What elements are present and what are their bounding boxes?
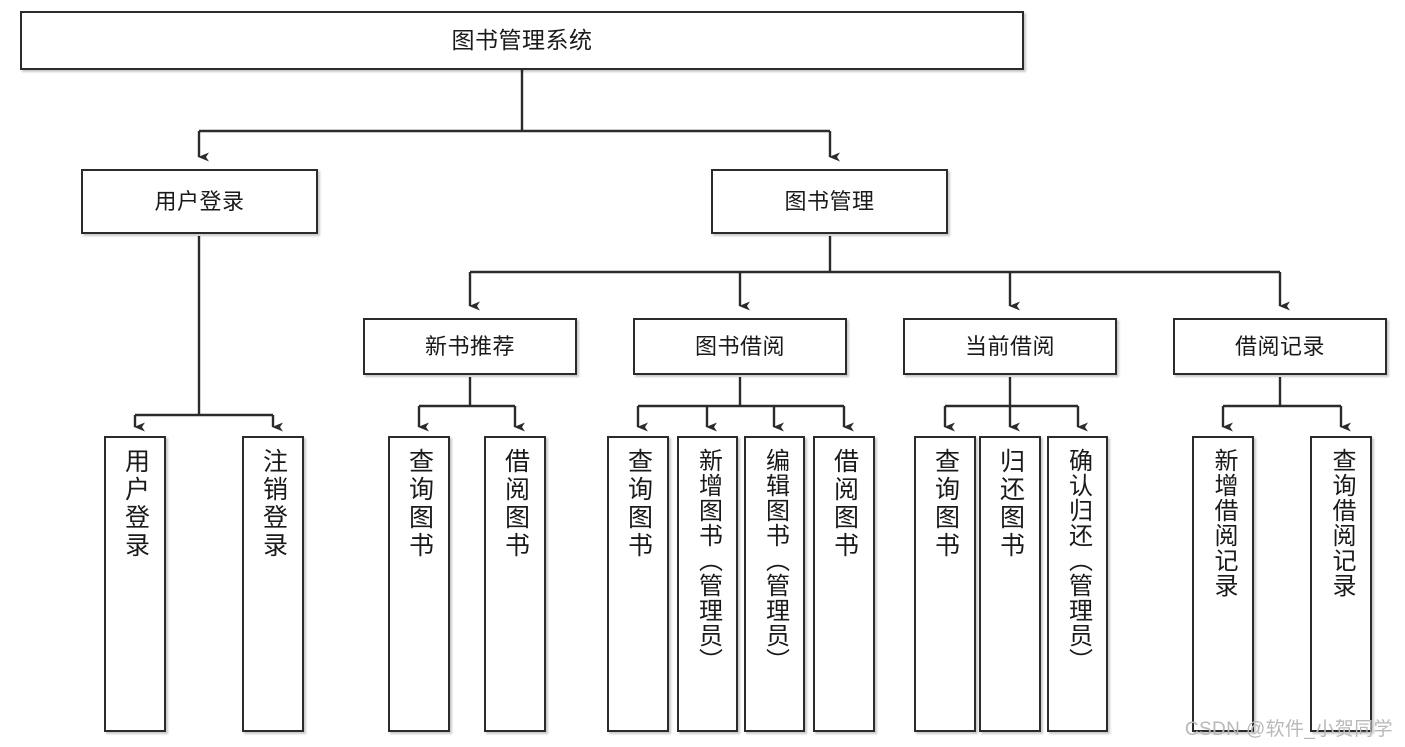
node-new-book-recommend[interactable]: 新书推荐	[363, 318, 577, 375]
node-label: 新增图书（管理员）	[694, 448, 722, 673]
node-label: 图书管理系统	[451, 27, 593, 54]
leaf-borrow-borrow-book[interactable]: 借阅图书	[813, 436, 875, 732]
node-label: 新书推荐	[424, 333, 515, 359]
leaf-record-add[interactable]: 新增借阅记录	[1192, 436, 1254, 732]
leaf-borrow-add-book-admin[interactable]: 新增图书（管理员）	[677, 436, 738, 732]
node-label: 查询图书	[931, 448, 960, 560]
node-label: 用户登录	[121, 448, 150, 560]
leaf-recommend-borrow-book[interactable]: 借阅图书	[484, 436, 546, 732]
node-root-system[interactable]: 图书管理系统	[20, 11, 1024, 70]
node-label: 查询图书	[405, 448, 434, 560]
node-user-login[interactable]: 用户登录	[81, 169, 318, 234]
node-borrow-record[interactable]: 借阅记录	[1173, 318, 1387, 375]
csdn-watermark: CSDN @软件_小贺同学	[1184, 719, 1393, 740]
node-label: 新增借阅记录	[1210, 448, 1237, 598]
leaf-borrow-query-book[interactable]: 查询图书	[607, 436, 669, 732]
node-label: 当前借阅	[964, 333, 1055, 359]
leaf-borrow-edit-book-admin[interactable]: 编辑图书（管理员）	[744, 436, 805, 732]
node-label: 图书管理	[784, 188, 875, 214]
leaf-logout[interactable]: 注销登录	[242, 436, 304, 732]
node-label: 借阅图书	[501, 448, 530, 560]
node-current-borrow[interactable]: 当前借阅	[903, 318, 1117, 375]
node-label: 查询图书	[624, 448, 653, 560]
node-label: 归还图书	[996, 448, 1025, 560]
leaf-current-confirm-return-admin[interactable]: 确认归还（管理员）	[1047, 436, 1108, 732]
node-label: 图书借阅	[694, 333, 785, 359]
leaf-current-query-book[interactable]: 查询图书	[914, 436, 976, 732]
node-label: 借阅记录	[1234, 333, 1325, 359]
node-label: 查询借阅记录	[1328, 448, 1355, 598]
node-label: 用户登录	[154, 188, 245, 214]
node-label: 确认归还（管理员）	[1064, 448, 1092, 673]
node-book-manage[interactable]: 图书管理	[711, 169, 948, 234]
leaf-record-query[interactable]: 查询借阅记录	[1310, 436, 1372, 732]
leaf-current-return-book[interactable]: 归还图书	[979, 436, 1041, 732]
node-label: 注销登录	[259, 448, 288, 560]
node-label: 编辑图书（管理员）	[761, 448, 789, 673]
leaf-user-login[interactable]: 用户登录	[104, 436, 166, 732]
node-book-borrow[interactable]: 图书借阅	[633, 318, 847, 375]
leaf-recommend-query-book[interactable]: 查询图书	[388, 436, 450, 732]
node-label: 借阅图书	[830, 448, 859, 560]
